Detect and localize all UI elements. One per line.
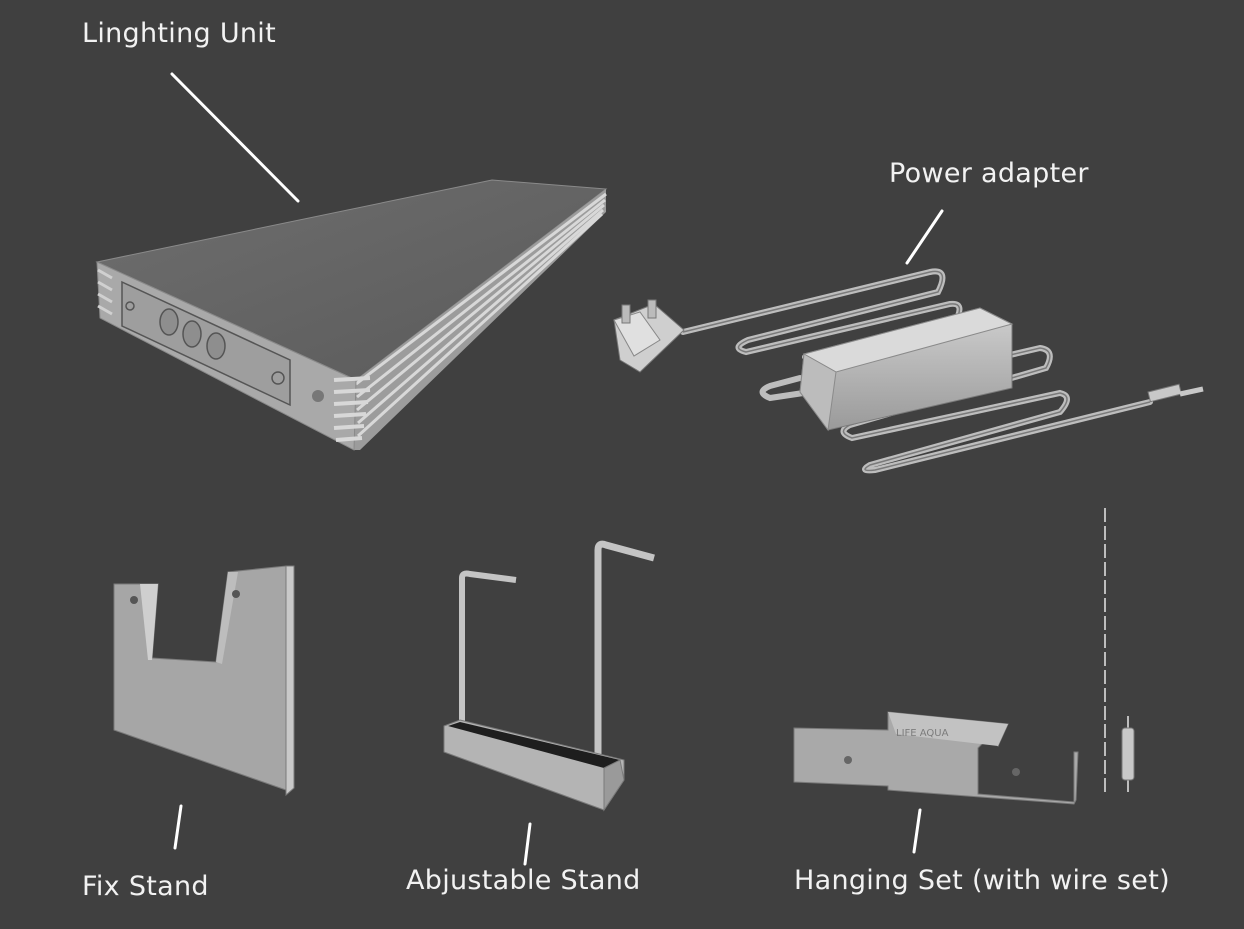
leader-line-hanging-set [912, 808, 922, 854]
leader-line-lighting-unit [170, 72, 300, 203]
label-lighting-unit: Linghting Unit [82, 18, 276, 49]
leader-line-power-adapter [905, 209, 944, 265]
label-power-adapter: Power adapter [889, 158, 1089, 189]
adjustable-stand [443, 540, 655, 812]
hanging-plate-engraving: LIFE AQUA [896, 728, 949, 739]
hanging-set: LIFE AQUA [793, 508, 1135, 805]
leader-line-adjustable-stand [523, 822, 532, 866]
lighting-unit [95, 179, 608, 451]
label-adjustable-stand: Abjustable Stand [406, 865, 641, 896]
leader-lines [170, 72, 944, 866]
fix-stand [113, 565, 295, 797]
power-adapter [613, 268, 1204, 474]
label-fix-stand: Fix Stand [82, 871, 209, 902]
leader-line-fix-stand [173, 804, 183, 850]
label-hanging-set: Hanging Set (with wire set) [794, 865, 1170, 896]
